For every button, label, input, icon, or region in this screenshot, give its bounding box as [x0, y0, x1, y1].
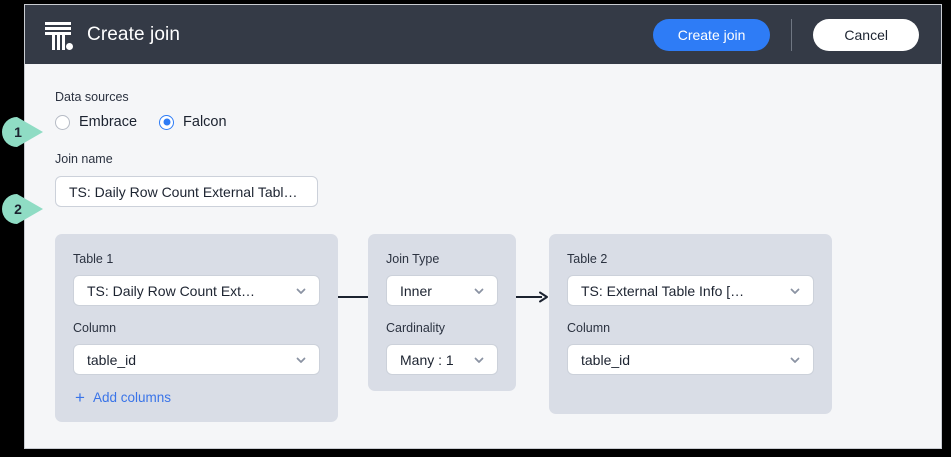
join-builder-cards: Table 1 TS: Daily Row Count Ext… Column … [55, 234, 941, 422]
create-join-dialog: Create join Create join Cancel Data sour… [24, 4, 942, 449]
radio-label-embrace: Embrace [79, 114, 138, 130]
cardinality-select[interactable]: Many : 1 [386, 344, 498, 375]
page-title: Create join [87, 23, 180, 45]
table2-select[interactable]: TS: External Table Info [… [567, 275, 814, 306]
join-name-label: Join name [55, 152, 113, 166]
chevron-down-icon [296, 357, 306, 363]
join-type-card: Join Type Inner Cardinality Many : 1 [368, 234, 516, 391]
radio-option-falcon[interactable]: Falcon [159, 114, 227, 130]
table2-column-value: table_id [581, 351, 631, 368]
header-divider [791, 18, 793, 51]
radio-icon-embrace[interactable] [55, 114, 70, 130]
add-columns-button[interactable]: + Add columns [73, 389, 320, 406]
chevron-down-icon [474, 357, 484, 363]
table1-label: Table 1 [73, 252, 114, 266]
table1-select[interactable]: TS: Daily Row Count Ext… [73, 275, 320, 306]
radio-label-falcon: Falcon [183, 114, 227, 130]
add-columns-label: Add columns [92, 390, 171, 405]
table1-card: Table 1 TS: Daily Row Count Ext… Column … [55, 234, 338, 422]
cancel-button[interactable]: Cancel [813, 18, 919, 51]
radio-icon-falcon[interactable] [159, 114, 175, 130]
callout-pointer-shape [2, 194, 43, 224]
table2-card: Table 2 TS: External Table Info [… Colum… [549, 234, 832, 414]
callout-badge-1: 1 [2, 117, 46, 147]
callout-badge-2: 2 [2, 194, 46, 224]
connector-arrow-2 [516, 291, 548, 303]
table2-label: Table 2 [567, 252, 608, 266]
table2-column-select[interactable]: table_id [567, 344, 814, 375]
table2-column-label: Column [567, 321, 611, 335]
header-actions: Create join Cancel [652, 18, 919, 51]
create-join-button[interactable]: Create join [652, 18, 771, 51]
callout-pointer-shape [2, 117, 43, 147]
join-type-label: Join Type [386, 252, 440, 266]
chevron-down-icon [474, 288, 484, 294]
table2-select-value: TS: External Table Info [… [581, 282, 745, 299]
join-type-select[interactable]: Inner [386, 275, 498, 306]
connector-line-1 [338, 296, 368, 298]
table1-select-value: TS: Daily Row Count Ext… [87, 282, 256, 299]
chevron-down-icon [790, 357, 800, 363]
dialog-body: Data sources Embrace Falcon Join name TS… [25, 64, 941, 448]
dialog-header: Create join Create join Cancel [25, 5, 941, 64]
plus-icon: + [75, 388, 85, 407]
table1-column-label: Column [73, 321, 117, 335]
table1-column-select[interactable]: table_id [73, 344, 320, 375]
cardinality-value: Many : 1 [400, 351, 454, 368]
join-name-input[interactable]: TS: Daily Row Count External Tabl… [55, 176, 318, 207]
join-type-value: Inner [400, 282, 432, 299]
radio-option-embrace[interactable]: Embrace [55, 114, 137, 130]
chevron-down-icon [790, 288, 800, 294]
callout-number-2: 2 [14, 201, 22, 217]
chevron-down-icon [296, 288, 306, 294]
data-sources-label: Data sources [55, 90, 129, 104]
data-sources-radio-group: Embrace Falcon [55, 114, 941, 130]
cardinality-label: Cardinality [386, 321, 446, 335]
thoughtspot-logo-icon [43, 18, 73, 52]
table1-column-value: table_id [87, 351, 137, 368]
callout-number-1: 1 [14, 124, 22, 140]
